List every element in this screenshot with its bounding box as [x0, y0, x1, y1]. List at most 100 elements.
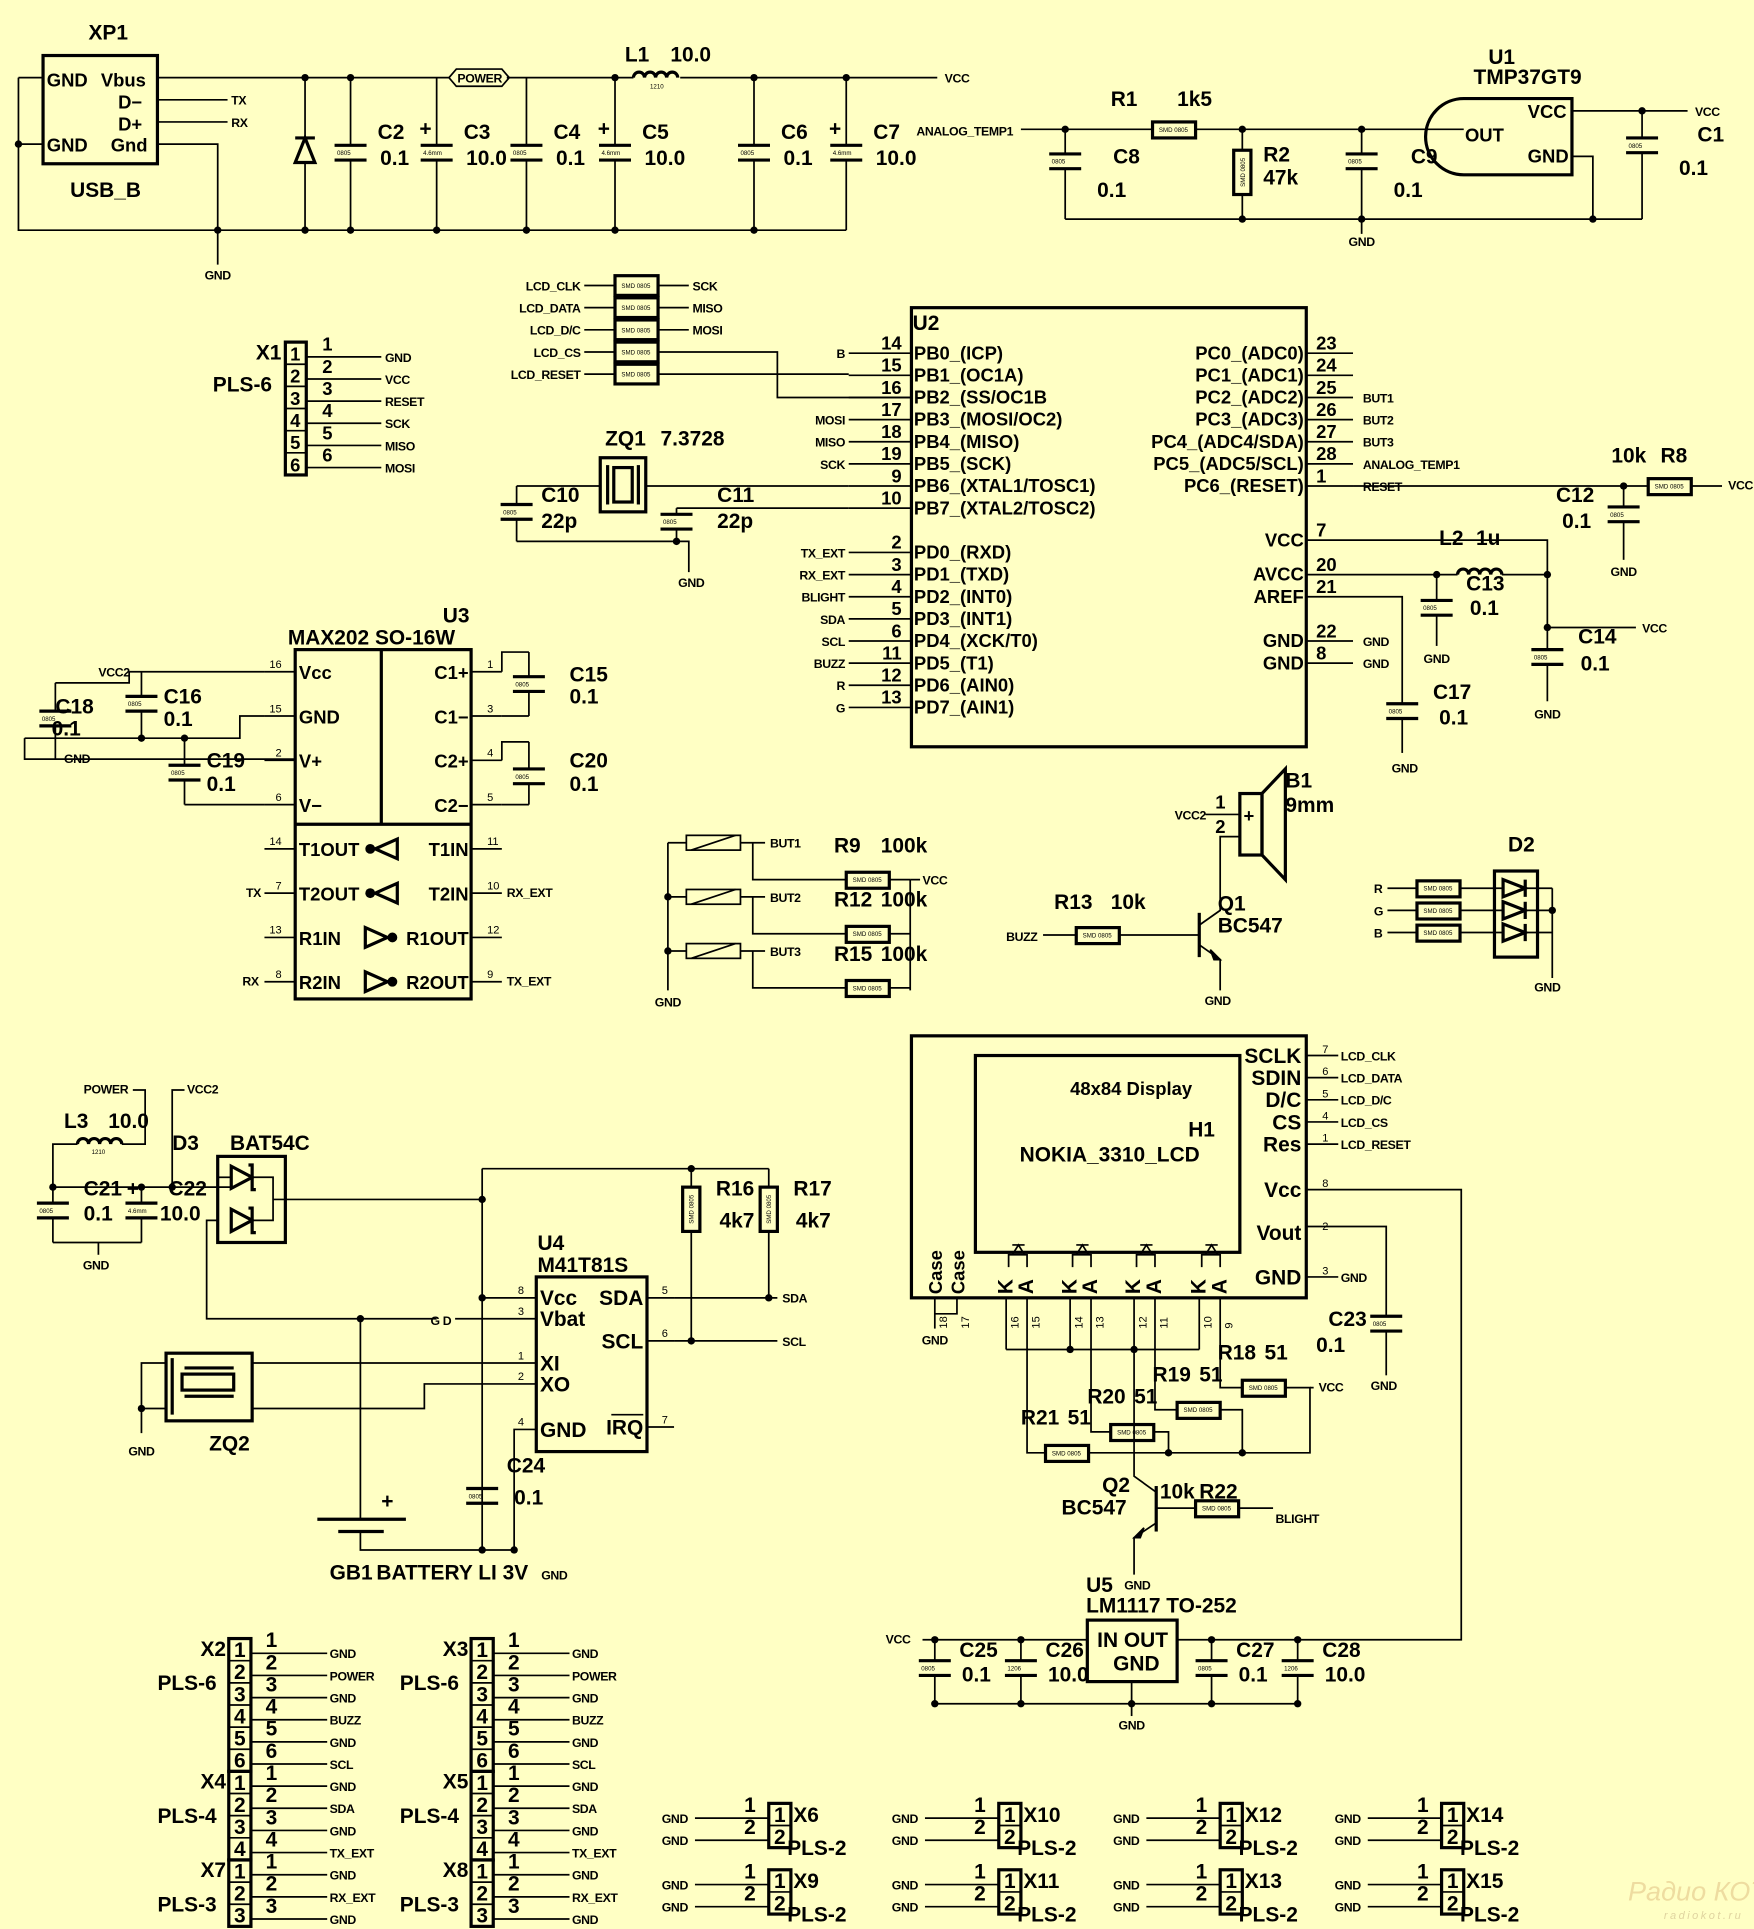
- wire: [1219, 1297, 1243, 1389]
- res-r12-value-label: 100k: [881, 889, 928, 912]
- caps-c13-value-label: 0.1: [1470, 597, 1499, 620]
- h1-pins-6-name-label: Vout: [1256, 1222, 1301, 1245]
- junction-dot: [14, 140, 23, 148]
- x1-nets-5-label: MOSI: [385, 461, 415, 475]
- u2-left-3-name-label: PB3_(MOSI/OC2): [914, 409, 1063, 430]
- pls2-7-nets-1-label: GND: [1335, 1901, 1362, 1915]
- caps-c18-value-label: 0.1: [52, 718, 81, 741]
- led-icon: [1501, 899, 1530, 922]
- q2-part-label: BC547: [1062, 1496, 1127, 1519]
- pin_numbers-0-label: 1: [476, 1639, 488, 1662]
- x1-pins-1-label: 2: [322, 356, 332, 377]
- pin_numbers-0-label: 1: [266, 1851, 278, 1874]
- u2-right-4-name-label: PC4_(ADC4/SDA): [1151, 431, 1304, 452]
- u5-pins-0-label: IN OUT: [1097, 1629, 1168, 1652]
- nets-g-label: G: [1374, 904, 1383, 918]
- u2-right-10-name-label: GND: [1263, 630, 1304, 651]
- pin_numbers-5-label: 6: [508, 1740, 520, 1763]
- footprint-label: 0805: [469, 1493, 483, 1500]
- net-label-power: POWER: [84, 1083, 129, 1097]
- h1-title-label: 48x84 Display: [1070, 1078, 1193, 1099]
- polarity-plus-icon: +: [127, 1178, 139, 1201]
- headers-2-ref-label: X7: [200, 1859, 226, 1882]
- nets-r-label: R: [1374, 882, 1383, 896]
- lcd-led-cathode-label: K: [1122, 1279, 1145, 1294]
- junction-dot: [664, 893, 672, 901]
- pls2-2-type-label: PLS-2: [1017, 1837, 1076, 1860]
- pin-number: 15: [1030, 1316, 1042, 1328]
- pin_numbers-1-label: 2: [1004, 1826, 1016, 1849]
- u3-left-7-name-label: R2IN: [299, 972, 341, 993]
- h1-pins-7-n-label: 3: [1322, 1265, 1328, 1277]
- headers-4-nets-3-label: TX_EXT: [572, 1846, 617, 1860]
- caps-c11-ref-label: C11: [717, 484, 755, 507]
- res-r2-value-label: 47k: [1263, 167, 1298, 190]
- net-label-analog-temp1: ANALOG_TEMP1: [916, 124, 1013, 138]
- u2-right-11-net-label: GND: [1363, 657, 1390, 671]
- res-r19-value-label: 51: [1199, 1363, 1223, 1386]
- junction-dot: [750, 226, 758, 234]
- u2-left-10-net-label: BLIGHT: [801, 591, 845, 605]
- h1-pins-0-name-label: SCLK: [1244, 1045, 1301, 1068]
- footprint-label: 1206: [1007, 1666, 1021, 1673]
- u4-right-1-name-label: SCL: [601, 1330, 643, 1353]
- res-r22-value-label: 10k: [1160, 1480, 1195, 1503]
- net-label-gnd: GND: [655, 995, 682, 1009]
- footprint-label: SMD 0805: [621, 283, 651, 290]
- pin_numbers-1-label: 2: [476, 1661, 488, 1684]
- u2-right-7-name-label: VCC: [1265, 529, 1304, 550]
- nets-blight-label: BLIGHT: [1276, 1512, 1320, 1526]
- u2-right-9-n-label: 21: [1316, 576, 1337, 597]
- junction-dot: [346, 226, 355, 234]
- res-r15-ref-label: R15: [834, 943, 873, 966]
- caps-c1-value-label: 0.1: [1679, 157, 1708, 180]
- pin_numbers-1-label: 2: [508, 1784, 520, 1807]
- pin_numbers-0-label: 1: [234, 1772, 246, 1795]
- nets-rx_ext-label: RX_EXT: [507, 886, 553, 900]
- u2-right-8-name-label: AVCC: [1253, 564, 1304, 585]
- net-label-vcc: VCC: [1642, 621, 1667, 635]
- u2-left-12-n-label: 6: [891, 620, 901, 641]
- pin_numbers-1-label: 2: [974, 1883, 986, 1906]
- u2-right-5-name-label: PC5_(ADC5/SCL): [1153, 453, 1304, 474]
- wire: [1133, 1522, 1157, 1575]
- caps-c21-value-label: 0.1: [84, 1202, 113, 1225]
- caps-c19-value-label: 0.1: [207, 773, 236, 796]
- nets-lcd_data-label: LCD_DATA: [1341, 1072, 1403, 1086]
- pin_numbers-1-label: 2: [508, 1651, 520, 1674]
- res-r18-value-label: 51: [1264, 1341, 1288, 1364]
- u4-right-2-name-label: IRQ: [606, 1416, 643, 1439]
- u2-left-13-n-label: 11: [882, 642, 902, 663]
- caps-c15-value-label: 0.1: [569, 686, 598, 709]
- footprint-label: 0805: [337, 150, 351, 157]
- junction-dot: [180, 734, 189, 742]
- pls2-5-nets-1-label: GND: [1113, 1901, 1140, 1915]
- junction-dot: [522, 226, 531, 234]
- nets-but2-label: BUT2: [770, 891, 801, 905]
- pls2-6-nets-1-label: GND: [1335, 1834, 1362, 1848]
- pin_numbers-0-label: 1: [1004, 1870, 1016, 1893]
- net-label-gnd: GND: [128, 1444, 155, 1458]
- pls2-7-nets-0-label: GND: [1335, 1878, 1362, 1892]
- junction-dot: [1238, 215, 1247, 223]
- lcd-backlight-led-icon: [1007, 1243, 1028, 1268]
- headers-0-nets-3-label: BUZZ: [330, 1714, 362, 1728]
- pin_numbers-1-label: 2: [1447, 1892, 1459, 1915]
- footprint-label: SMD 0805: [1202, 1506, 1232, 1513]
- u3-left-3-name-label: V−: [299, 795, 322, 816]
- u2-right-6-n-label: 1: [1316, 465, 1326, 486]
- xp1-type-label: USB_B: [70, 179, 141, 202]
- pin_numbers-0-label: 1: [1417, 1794, 1429, 1817]
- junction-dot: [1548, 906, 1556, 915]
- h1-pins-4-n-label: 1: [1322, 1133, 1328, 1145]
- u4-right-2-n-label: 7: [662, 1414, 668, 1426]
- pls2-2-ref-label: X10: [1023, 1804, 1060, 1827]
- wire: [1198, 944, 1222, 991]
- footprint-label: 0805: [1373, 1321, 1387, 1328]
- pin_numbers-1-label: 2: [744, 1883, 756, 1906]
- l1-value-label: 10.0: [670, 44, 711, 67]
- caps-c2-ref-label: C2: [378, 121, 405, 144]
- wire: [1133, 1349, 1157, 1493]
- footprint-label: SMD 0805: [621, 305, 651, 312]
- headers-1-nets-3-label: TX_EXT: [330, 1846, 375, 1860]
